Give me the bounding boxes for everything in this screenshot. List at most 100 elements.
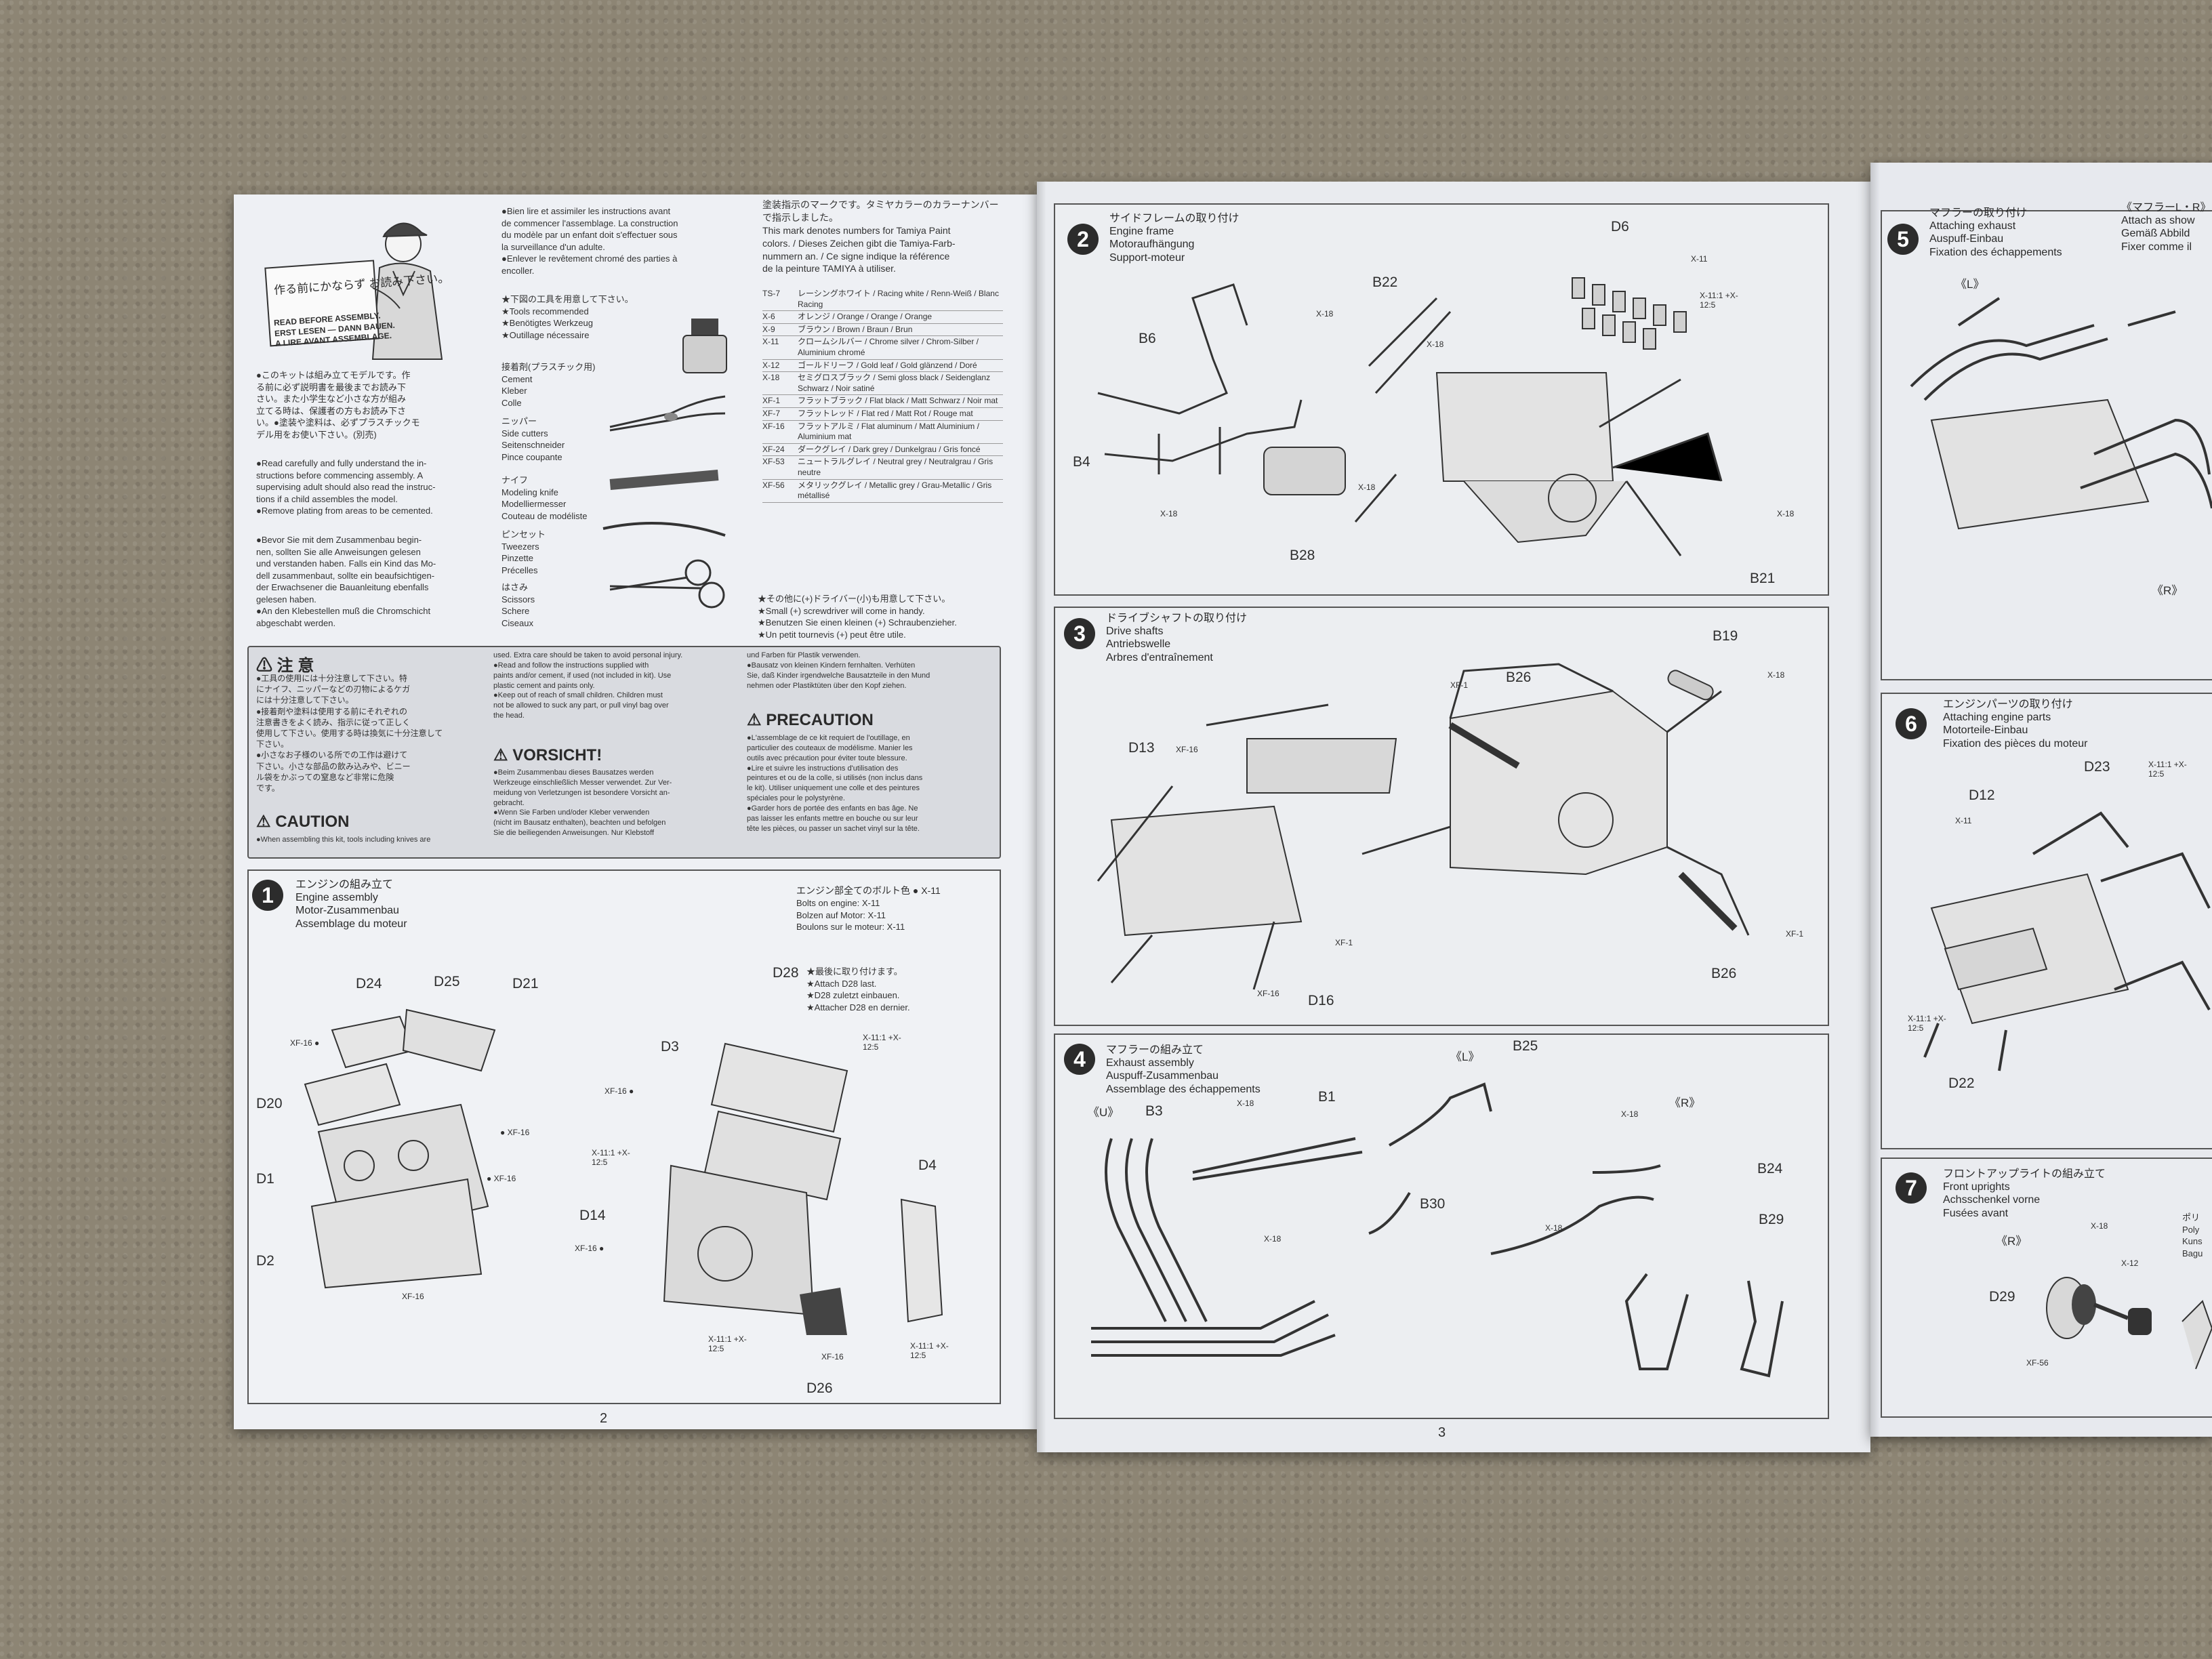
paint-callout-mix: X-11:1 +X-12:5 [910, 1341, 949, 1360]
caution-text: used. Extra care should be taken to avoi… [493, 651, 683, 720]
part-label-b29: B29 [1759, 1212, 1784, 1227]
intro-english: ●Read carefully and fully understand the… [256, 458, 436, 516]
part-label-b26: B26 [1506, 670, 1532, 685]
part-label-b21: B21 [1750, 571, 1776, 586]
part-label-b3: B3 [1145, 1103, 1163, 1119]
step-5-number: 5 [1887, 224, 1919, 255]
paint-callout-xf16: ● XF-16 [487, 1174, 516, 1183]
part-label-d13: D13 [1128, 740, 1155, 756]
page-number-3: 3 [1438, 1425, 1446, 1440]
paint-callout-mix: X-11:1 +X-12:5 [1908, 1014, 1946, 1033]
paint-callout-xf16: XF-16 [1176, 745, 1198, 754]
caution-title: ⚠ CAUTION [256, 813, 350, 831]
caution-box [247, 646, 1001, 859]
instruction-page-4 [1870, 163, 2212, 1437]
tools-header: ★下図の工具を用意して下さい。★Tools recommended★Benöti… [501, 294, 634, 340]
part-label-b25: B25 [1513, 1038, 1538, 1054]
paint-callout-xf1: XF-1 [1786, 929, 1804, 939]
step-6-number: 6 [1896, 708, 1927, 739]
part-label-b4: B4 [1073, 454, 1090, 470]
paint-callout-xf1: XF-1 [1335, 938, 1353, 947]
part-label-d28: D28 [773, 965, 799, 981]
paint-callout-mix: X-11:1 +X-12:5 [708, 1334, 747, 1353]
paint-header: 塗装指示のマークです。タミヤカラーのカラーナンバーで指示しました。This ma… [762, 199, 999, 274]
paint-callout-xf16: XF-16 ● [575, 1244, 605, 1253]
paint-callout-x18: X-18 [1264, 1234, 1282, 1244]
intro-french: ●Bien lire et assimiler les instructions… [501, 206, 678, 276]
caution-title-japanese: ⚠ 注 意 [256, 657, 314, 675]
paint-callout-x18: X-18 [1777, 509, 1795, 518]
part-label-d3: D3 [661, 1039, 679, 1054]
step-4-exhaust-drawing [1071, 1078, 1803, 1403]
part-label-d24: D24 [356, 976, 382, 991]
paint-callout-x11: X-11 [1691, 254, 1708, 264]
part-label-d1: D1 [256, 1171, 274, 1187]
part-label-d20: D20 [256, 1096, 283, 1111]
paint-callout-x18: X-18 [1767, 670, 1785, 680]
part-label-b30: B30 [1420, 1196, 1446, 1212]
step-4-number: 4 [1064, 1044, 1095, 1075]
step-6-engine-parts-drawing [1898, 786, 2212, 1071]
part-label-b26: B26 [1711, 966, 1737, 981]
step-2-frame-drawing [1071, 258, 1803, 576]
intro-japanese: ●このキットは組み立てモデルです。作る前に必ず説明書を最後までお読み下さい。また… [256, 370, 420, 440]
upright-label-r: 《R》 [1996, 1235, 2028, 1248]
step-1-engine-drawing-left [291, 1003, 515, 1288]
caution-text-start: ●When assembling this kit, tools includi… [256, 836, 431, 844]
paint-callout-xf16: ● XF-16 [500, 1128, 530, 1137]
part-label-d4: D4 [918, 1158, 937, 1173]
vorsicht-text: ●Beim Zusammenbau dieses Bausatzes werde… [493, 769, 672, 838]
part-label-d21: D21 [512, 976, 539, 991]
tools-illustration [596, 319, 739, 617]
precaution-text: ●L'assemblage de ce kit requiert de l'ou… [747, 734, 923, 833]
part-label-d16: D16 [1308, 993, 1334, 1008]
page-number-2: 2 [600, 1411, 608, 1426]
paint-callout-xf56: XF-56 [2026, 1358, 2049, 1368]
exhaust-label-r: 《R》 [2152, 584, 2184, 597]
intro-german: ●Bevor Sie mit dem Zusammenbau begin-nen… [256, 535, 436, 628]
step-3-driveshaft-drawing [1071, 651, 1803, 1003]
part-label-d25: D25 [434, 974, 460, 989]
d28-note: ★最後に取り付けます。★Attach D28 last.★D28 zuletzt… [806, 966, 910, 1012]
paint-callout-xf16: XF-16 ● [290, 1038, 320, 1048]
paint-callout-x12: X-12 [2121, 1258, 2139, 1268]
part-label-d22: D22 [1948, 1076, 1975, 1091]
paint-callout-x18: X-18 [1160, 509, 1178, 518]
exhaust-label-r: 《R》 [1669, 1097, 1701, 1109]
paint-callout-x18: X-18 [1358, 483, 1376, 492]
bolts-japanese: エンジン部全てのボルト色 ● X-11 [796, 885, 941, 896]
step-5-exhaust-install-drawing [1891, 285, 2212, 576]
exhaust-label-u: 《U》 [1088, 1106, 1120, 1119]
paint-callout-x18: X-18 [2091, 1221, 2108, 1231]
step-3-number: 3 [1064, 618, 1095, 649]
exhaust-label-l: 《L》 [1955, 278, 1985, 291]
part-label-d29: D29 [1989, 1289, 2015, 1305]
step-1-engine-drawing-right [644, 1030, 956, 1335]
vorsicht-text-cont: und Farben für Plastik verwenden.●Bausat… [747, 651, 930, 690]
paint-callout-xf16: XF-16 [1257, 989, 1279, 998]
caution-japanese-text: ●工具の使用には十分注意して下さい。特にナイフ、ニッパーなどの刃物によるケガには… [256, 674, 443, 793]
paint-callout-mix: X-11:1 +X-12:5 [863, 1033, 901, 1052]
paint-callout-x18: X-18 [1237, 1099, 1254, 1108]
step-7-number: 7 [1896, 1172, 1927, 1204]
